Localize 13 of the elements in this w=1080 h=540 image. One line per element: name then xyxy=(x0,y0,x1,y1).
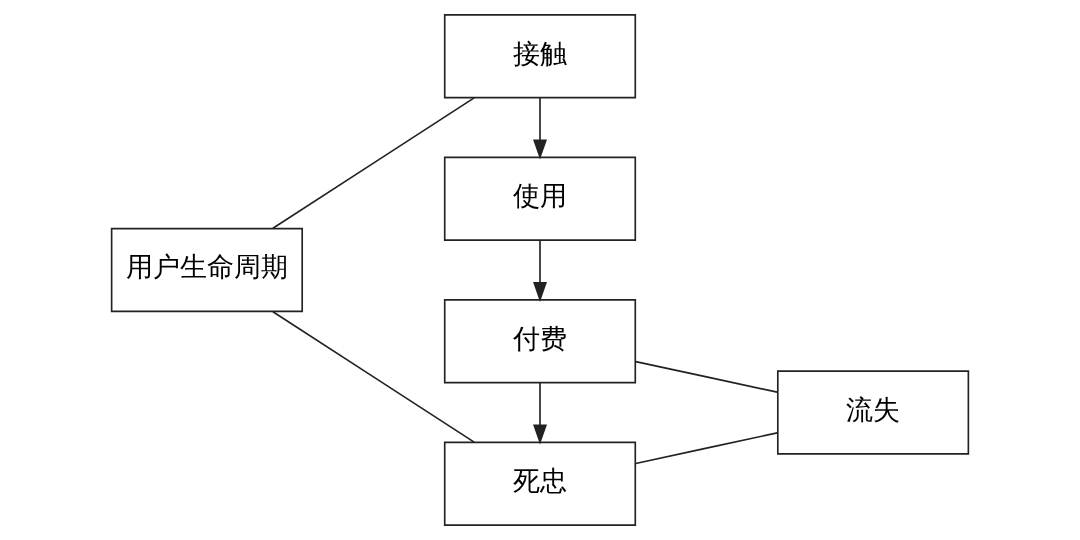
connector xyxy=(272,97,475,230)
node-box: 流失 xyxy=(776,370,970,455)
connector xyxy=(634,432,779,465)
node-box: 用户生命周期 xyxy=(110,227,304,313)
arrow xyxy=(533,239,547,302)
arrow xyxy=(533,97,547,160)
node-box: 付费 xyxy=(443,299,637,384)
node-box: 死忠 xyxy=(443,441,637,527)
connector xyxy=(634,360,779,393)
node-box: 接触 xyxy=(443,13,637,99)
connector xyxy=(272,310,475,443)
node-box: 使用 xyxy=(443,156,637,241)
arrow xyxy=(533,382,547,445)
